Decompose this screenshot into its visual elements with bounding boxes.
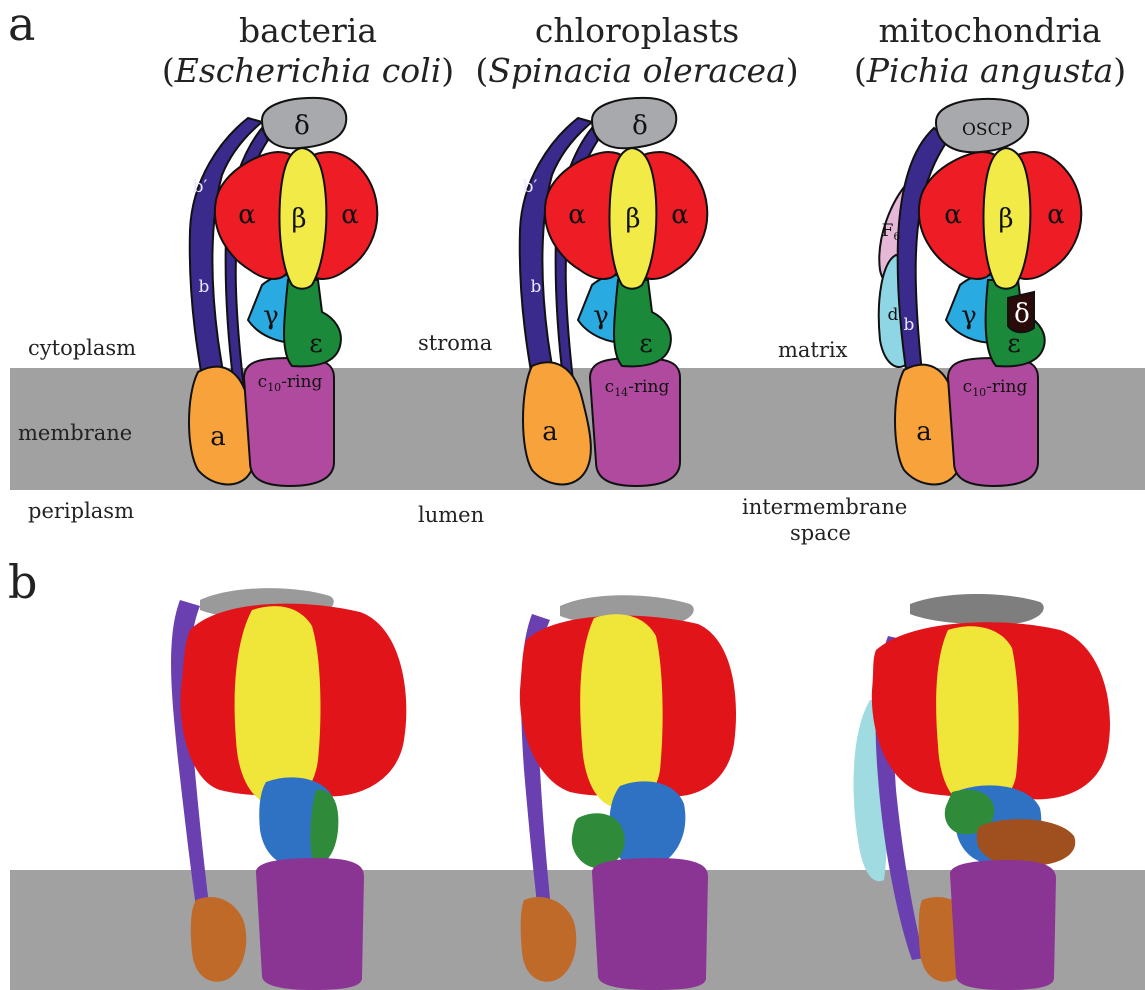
surface-blue-gamma (609, 781, 685, 869)
label-alpha: α (238, 200, 256, 230)
organism-name: mitochondria (879, 11, 1102, 50)
label-epsilon: ε (1007, 329, 1020, 359)
organism-species: (Pichia angusta) (854, 51, 1126, 90)
species-name: Escherichia coli (174, 51, 442, 90)
env-label-space: space (790, 521, 851, 545)
organism-name: bacteria (239, 11, 377, 50)
surface-yellow-beta (580, 614, 662, 808)
label-alpha: α (671, 200, 689, 230)
surface-green-epsilon (310, 790, 338, 866)
label-oscp: OSCP (962, 120, 1012, 140)
label-a: a (542, 417, 558, 447)
label-a: a (916, 417, 932, 447)
surface-gray-oscp (910, 594, 1044, 625)
env-label-matrix: matrix (778, 338, 848, 362)
surface-yellow-beta (936, 626, 1018, 808)
label-b: b (199, 277, 210, 297)
label-d: d (888, 305, 899, 325)
surface-brown-delta (977, 819, 1076, 866)
organism-species: (Escherichia coli) (162, 51, 454, 90)
env-label-stroma: stroma (418, 331, 492, 355)
label-alpha: α (341, 200, 359, 230)
env-label-cytoplasm: cytoplasm (28, 336, 136, 360)
label-gamma: γ (263, 301, 279, 331)
surface-yellow-beta (235, 606, 321, 806)
label-b: b (531, 277, 542, 297)
env-label-intermembrane: intermembrane (742, 495, 907, 519)
label-b-prime: b′ (193, 177, 208, 197)
env-label-membrane: membrane (18, 421, 132, 445)
title-bacteria: bacteria (Escherichia coli) (162, 11, 454, 90)
panel-label-a: a (8, 0, 35, 51)
label-beta: β (291, 204, 306, 234)
panel-label-b: b (8, 555, 37, 609)
surface-green-epsilon (572, 813, 625, 868)
label-alpha: α (1047, 200, 1065, 230)
env-label-periplasm: periplasm (28, 499, 134, 523)
label-alpha: α (944, 200, 962, 230)
label-delta-mito: δ (1014, 299, 1030, 329)
surface-magenta-cring (256, 858, 364, 990)
label-delta: δ (632, 111, 648, 141)
label-gamma: γ (593, 301, 609, 331)
label-b-prime: b′ (523, 177, 538, 197)
label-beta: β (625, 204, 640, 234)
label-delta: δ (294, 111, 310, 141)
label-a: a (210, 422, 226, 452)
title-chloroplasts: chloroplasts (Spinacia oleracea) (475, 11, 798, 90)
species-name: Pichia angusta (866, 51, 1113, 90)
structure-chloroplast (520, 595, 736, 990)
env-label-lumen: lumen (418, 503, 484, 527)
surface-magenta-cring (592, 858, 708, 990)
title-mitochondria: mitochondria (Pichia angusta) (854, 11, 1126, 90)
label-epsilon: ε (309, 329, 322, 359)
label-epsilon: ε (639, 329, 652, 359)
label-gamma: γ (961, 301, 977, 331)
organism-name: chloroplasts (535, 11, 739, 50)
organism-species: (Spinacia oleracea) (475, 51, 798, 90)
surface-magenta-cring (950, 860, 1056, 990)
species-name: Spinacia oleracea (488, 51, 786, 90)
label-alpha: α (568, 200, 586, 230)
label-b: b (904, 315, 915, 335)
label-beta: β (998, 204, 1013, 234)
